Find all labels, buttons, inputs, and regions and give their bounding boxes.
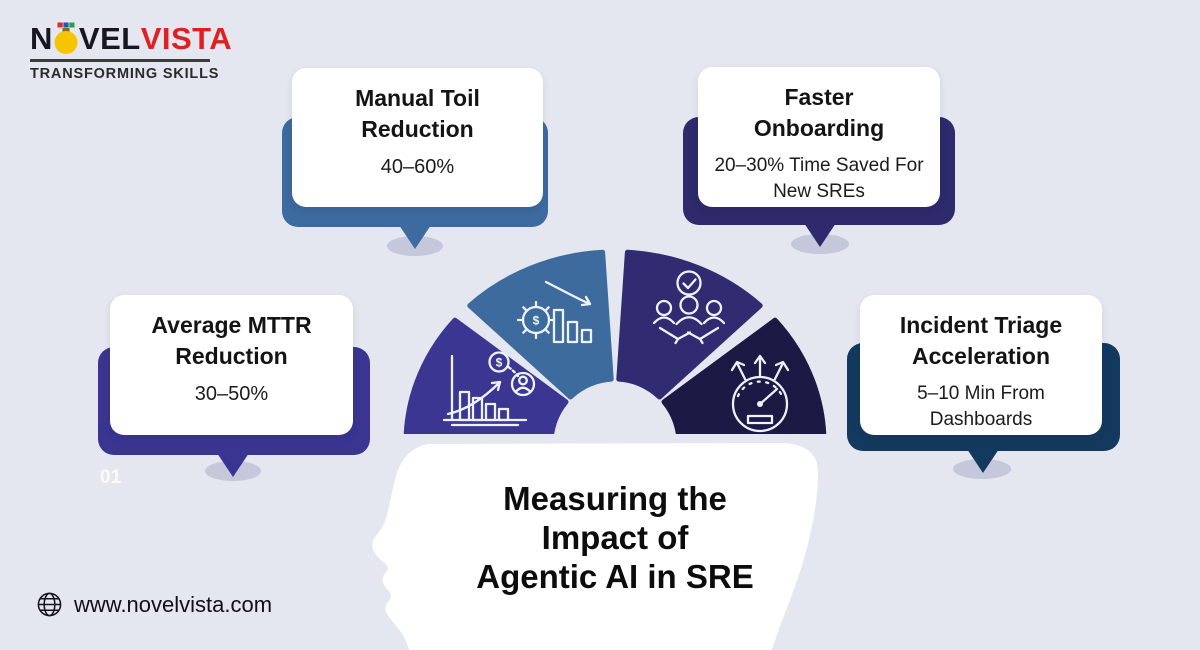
callout-title: Average MTTR Reduction	[151, 312, 312, 369]
step-number: 01	[100, 467, 122, 488]
gear-dollar-declining-bars-icon: $	[516, 280, 593, 344]
callout-pointer	[399, 225, 431, 249]
brand-word-start: N	[30, 21, 53, 56]
speedometer-up-arrows-icon	[730, 354, 790, 433]
bar-chart-dollar-person-icon: $	[442, 351, 536, 427]
callout-pointer	[967, 449, 999, 473]
callout-pointer	[217, 453, 249, 477]
callout-title: Incident Triage Acceleration	[899, 312, 1063, 369]
brand-word-mid: VEL	[78, 21, 141, 56]
callout-title: Faster Onboarding	[753, 84, 885, 141]
callout-value: 40–60%	[380, 156, 455, 178]
callout-value: 20–30% Time Saved For New SREs	[714, 155, 924, 202]
globe-icon	[37, 592, 62, 617]
gauge-segment-toil-cost-reduction	[467, 249, 614, 400]
callout-card: Incident Triage Acceleration 5–10 Min Fr…	[860, 295, 1102, 435]
callout-faster-onboarding: Faster Onboarding 20–30% Time Saved For …	[683, 67, 955, 262]
team-handshake-check-icon	[652, 270, 726, 345]
callout-value: 5–10 Min From Dashboards	[917, 383, 1045, 430]
lightbulb-icon	[54, 22, 78, 54]
callout-title: Manual Toil Reduction	[355, 85, 480, 142]
callout-average-mttr: Average MTTR Reduction 30–50%	[98, 295, 370, 490]
brand-logo: N VEL VISTA TRANSFORMING SKILLS	[30, 22, 232, 82]
svg-text:$: $	[533, 314, 540, 328]
brand-tagline: TRANSFORMING SKILLS	[30, 65, 220, 82]
callout-card: Manual Toil Reduction 40–60%	[292, 68, 543, 207]
page-title: Measuring the Impact of Agentic AI in SR…	[476, 480, 754, 595]
gauge-segment-team-collaboration	[616, 249, 763, 400]
callout-card: Average MTTR Reduction 30–50%	[110, 295, 353, 435]
head-silhouette	[372, 443, 818, 650]
gauge-segment-roi-growth	[403, 317, 569, 434]
website-url: www.novelvista.com	[74, 591, 273, 617]
brand-wordmark: N VEL VISTA	[30, 22, 232, 54]
callout-incident-triage: Incident Triage Acceleration 5–10 Min Fr…	[847, 295, 1120, 490]
footer: www.novelvista.com	[36, 591, 272, 618]
callout-value: 30–50%	[194, 383, 269, 405]
svg-text:$: $	[496, 356, 503, 370]
brand-word-end: VISTA	[140, 21, 233, 56]
callout-pointer	[804, 223, 836, 247]
callout-card: Faster Onboarding 20–30% Time Saved For …	[698, 67, 940, 207]
logo-divider	[30, 59, 210, 62]
callout-manual-toil: Manual Toil Reduction 40–60%	[282, 68, 548, 263]
